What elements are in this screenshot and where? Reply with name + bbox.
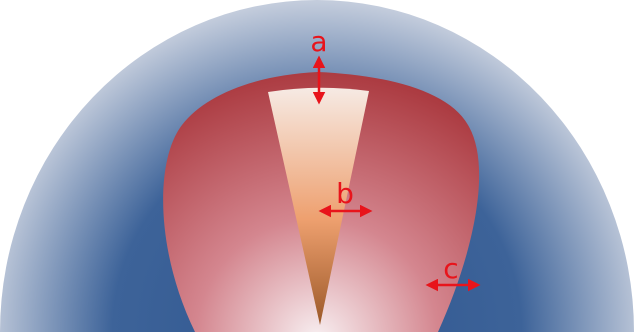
label-c: c (443, 252, 458, 285)
label-b: b (336, 177, 354, 210)
label-a: a (310, 25, 327, 58)
